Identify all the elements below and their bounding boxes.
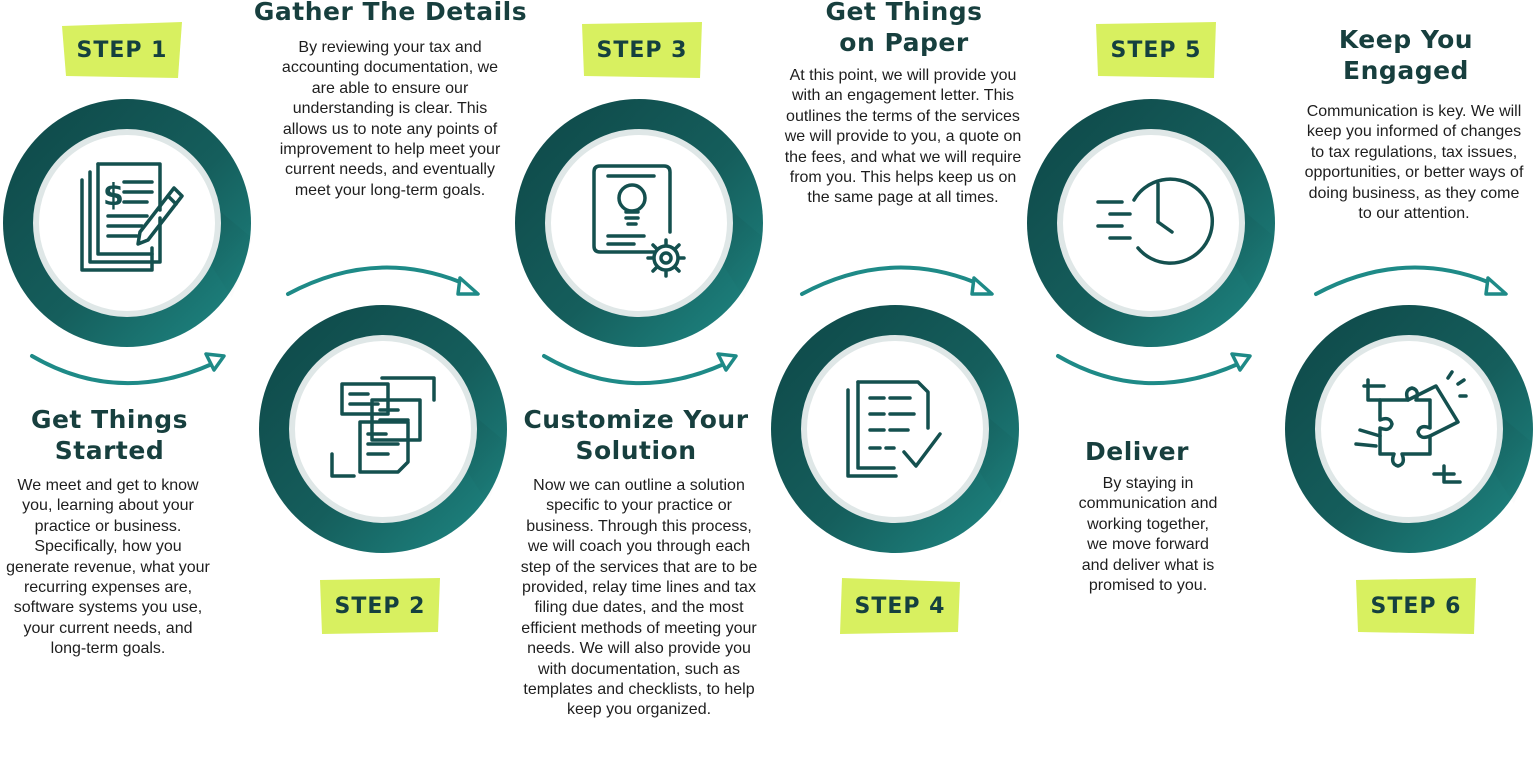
step-4-label: STEP 4 [854, 593, 946, 619]
step-1-circle: $ [2, 98, 252, 348]
step-5-label: STEP 5 [1110, 37, 1202, 63]
step-1-title: Get Things Started [30, 405, 189, 465]
step-2-label: STEP 2 [334, 593, 426, 619]
fast-clock-icon [1096, 177, 1215, 265]
step-3-label: STEP 3 [596, 37, 688, 63]
invoice-pencil-icon: $ [80, 162, 184, 272]
step-4-circle [770, 304, 1020, 554]
arrow-6-end [1314, 265, 1508, 296]
step-4-body: At this point, we will provide you with … [784, 67, 1022, 207]
step-5-circle [1026, 98, 1276, 348]
step-6-circle [1284, 304, 1534, 554]
arrow-1-2 [30, 352, 226, 386]
step-4-title: Get Things on Paper [825, 0, 983, 57]
step-3-title: Customize Your Solution [523, 405, 749, 465]
arrow-3-4 [542, 352, 738, 386]
step-4-badge: STEP 4 [836, 576, 964, 636]
arrow-5-6 [1056, 352, 1252, 386]
step-3-body: Now we can outline a solution specific t… [520, 477, 758, 719]
step-1-label: STEP 1 [76, 37, 168, 63]
step-3-circle [514, 98, 764, 348]
step-2-circle [258, 304, 508, 554]
step-2-badge: STEP 2 [316, 576, 444, 636]
svg-text:$: $ [103, 178, 124, 213]
step-2-body: By reviewing your tax and accounting doc… [279, 39, 501, 199]
step-6-label: STEP 6 [1370, 593, 1462, 619]
step-6-badge: STEP 6 [1352, 576, 1480, 636]
puzzle-hands-icon [1354, 370, 1468, 484]
step-5-badge: STEP 5 [1092, 20, 1220, 80]
step-6-body: Communication is key. We will keep you i… [1304, 103, 1524, 223]
step-2-title: Gather The Details [253, 0, 528, 26]
step-1-badge: STEP 1 [58, 20, 186, 80]
arrow-2-3 [286, 265, 480, 296]
step-5-title: Deliver [1085, 437, 1189, 466]
step-1-body: We meet and get to know you, learning ab… [6, 477, 210, 658]
document-check-icon [846, 380, 942, 478]
step-5-body: By staying in communication and working … [1078, 475, 1218, 595]
step-6-title: Keep You Engaged [1338, 25, 1474, 85]
step-3-badge: STEP 3 [578, 20, 706, 80]
documents-stack-icon [330, 376, 436, 478]
arrow-4-5 [800, 265, 994, 296]
idea-document-gear-icon [592, 164, 686, 278]
